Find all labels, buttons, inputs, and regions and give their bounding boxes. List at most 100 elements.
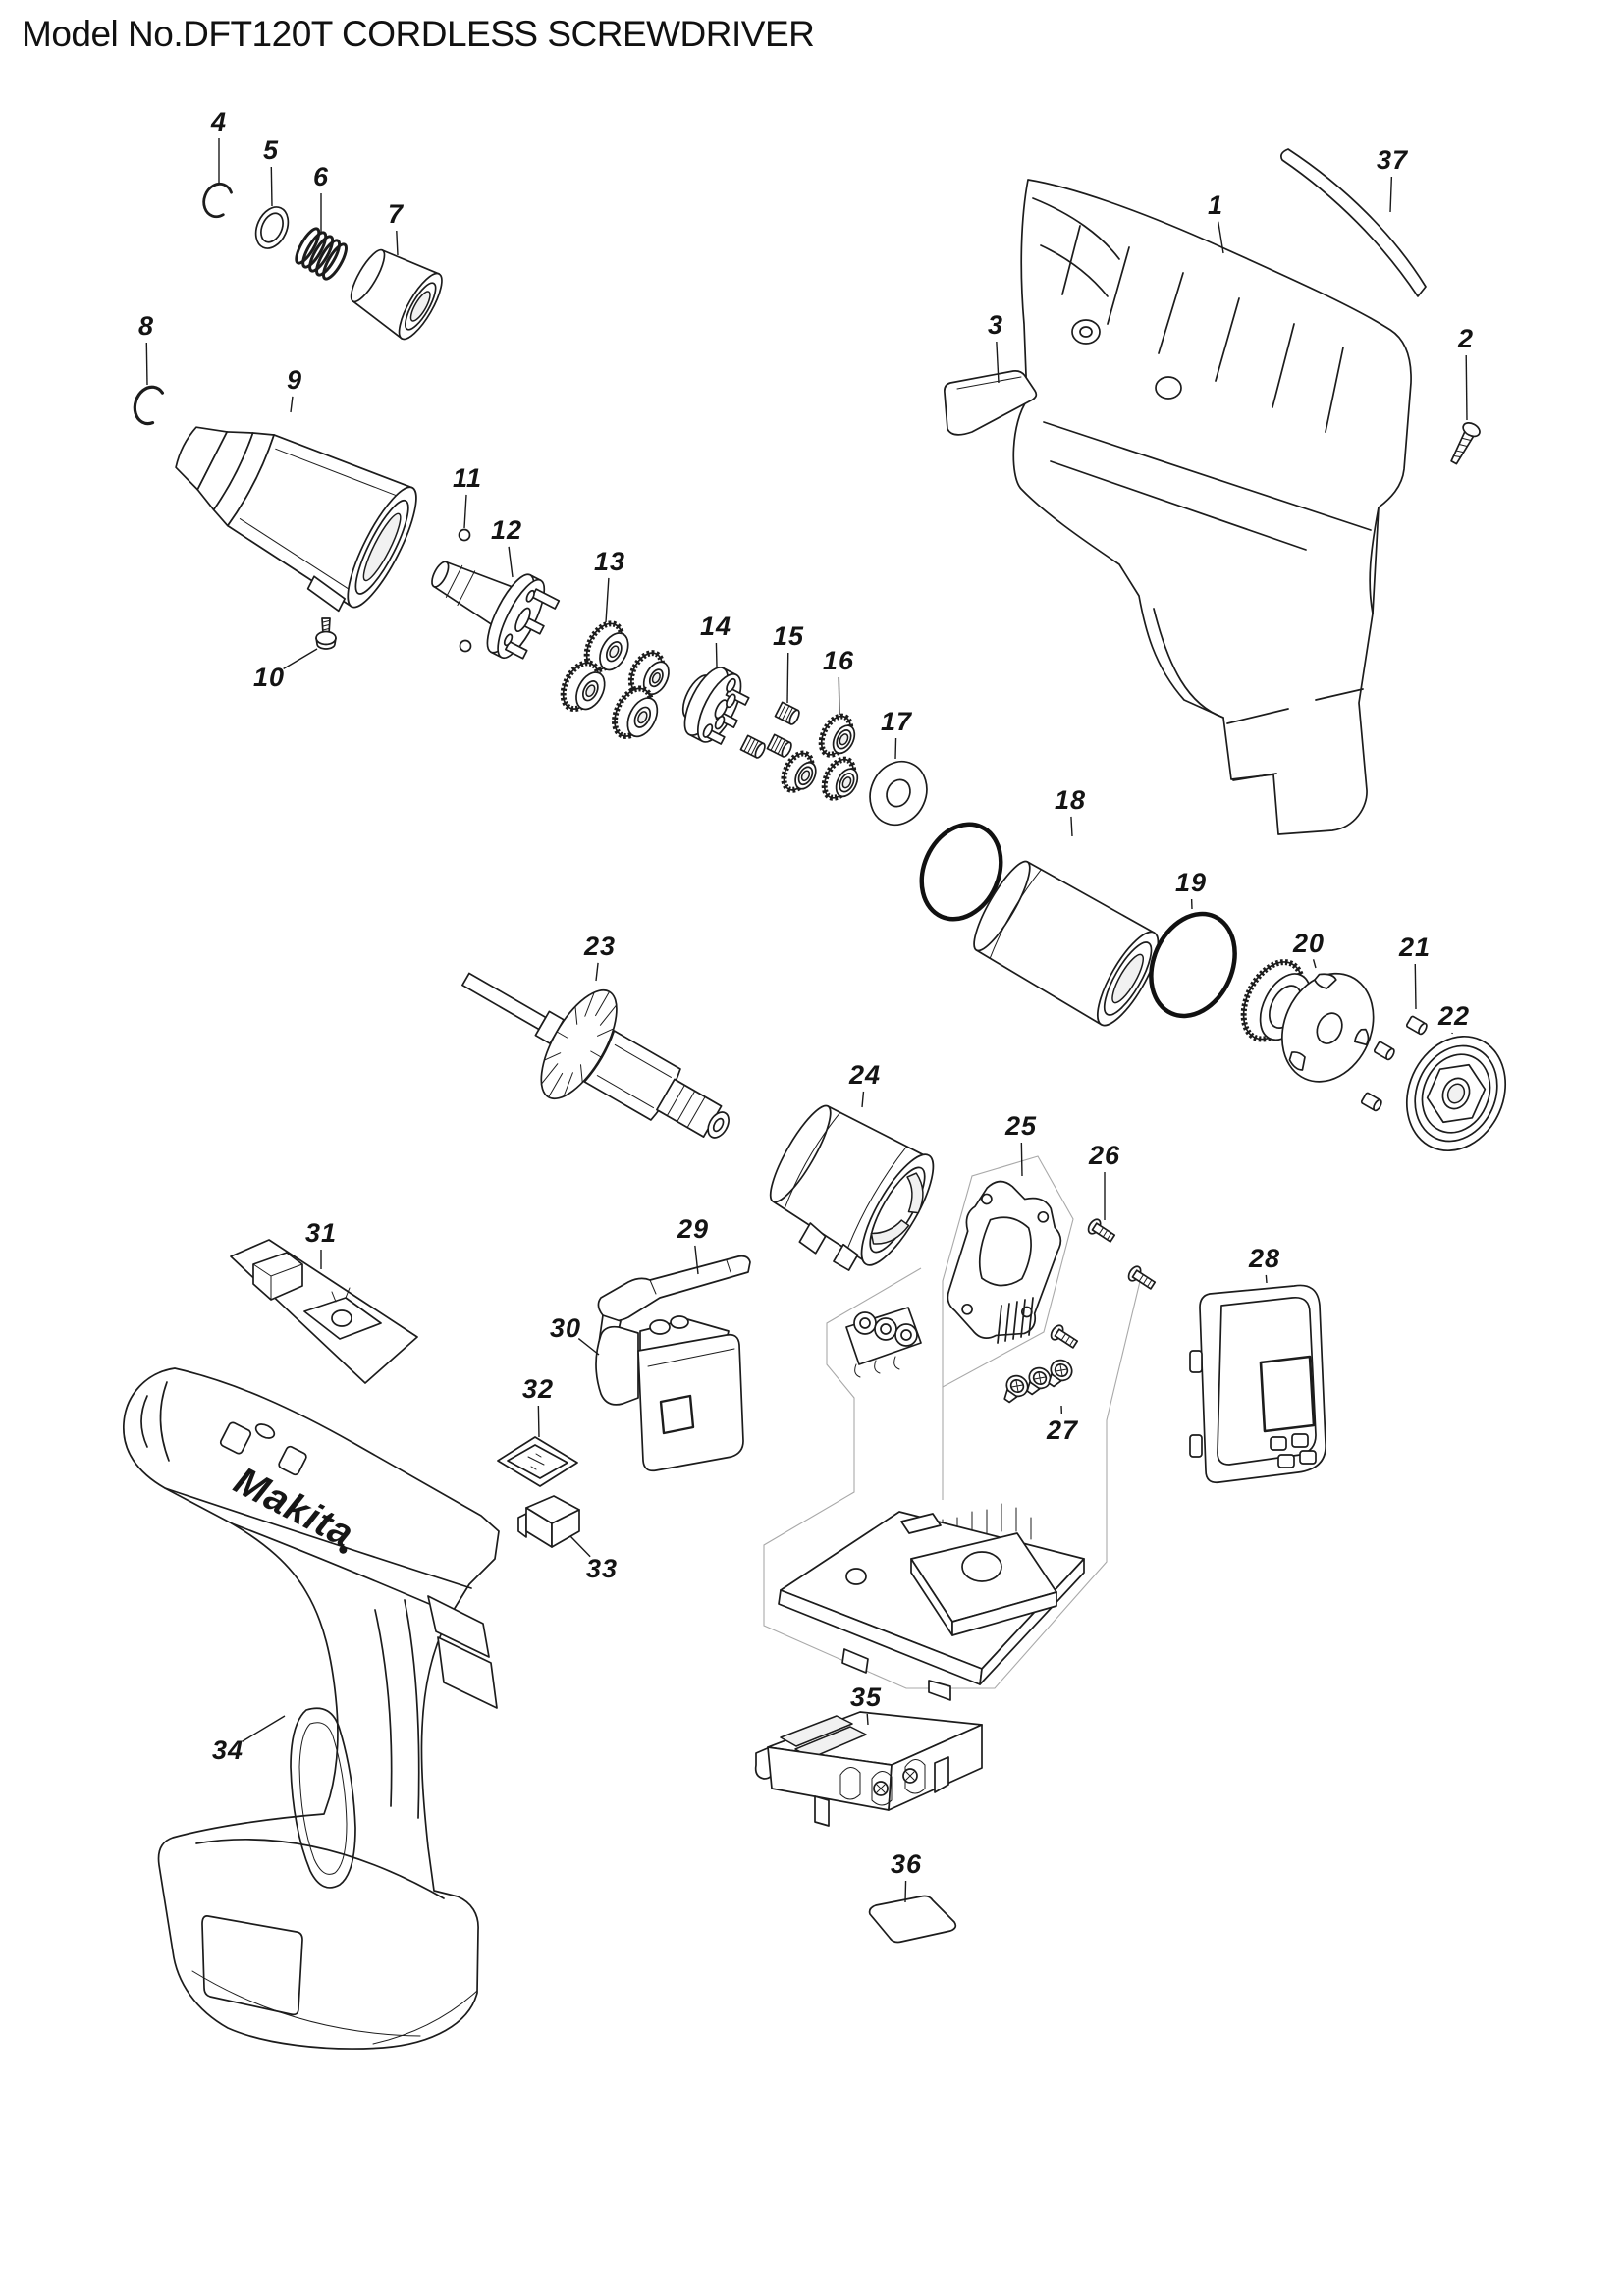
part-13-planet-gears [560, 620, 670, 740]
part-6-spring [295, 227, 348, 281]
leader-line-15 [786, 652, 789, 704]
part-21-pins [1360, 1015, 1428, 1112]
part-label-29: 29 [677, 1214, 709, 1244]
part-label-11: 11 [453, 463, 482, 493]
part-37-label-strip [1280, 148, 1427, 297]
subassembly-boundary-lines [763, 1155, 1143, 1689]
part-label-36: 36 [891, 1849, 922, 1879]
part-label-37: 37 [1377, 145, 1409, 175]
part-label-7: 7 [388, 199, 405, 229]
leader-line-13 [605, 577, 610, 623]
leader-line-36 [904, 1880, 907, 1903]
part-22-clutch-drum [1405, 1035, 1507, 1152]
part-25-insulation-plate [947, 1180, 1062, 1344]
leader-line-2 [1465, 354, 1468, 421]
part-28-controller-module [1189, 1284, 1326, 1484]
leader-line-35 [866, 1713, 869, 1726]
leader-line-20 [1312, 959, 1317, 969]
part-label-24: 24 [848, 1060, 881, 1090]
leader-line-3 [996, 341, 1000, 384]
part-label-16: 16 [823, 646, 854, 675]
part-label-9: 9 [287, 365, 302, 395]
part-label-8: 8 [138, 311, 154, 341]
part-19-o-ring [1149, 911, 1237, 1019]
leader-line-9 [290, 396, 294, 413]
leader-line-11 [463, 494, 467, 529]
leader-line-12 [508, 546, 514, 578]
part-31-mount-plate [230, 1239, 418, 1384]
leader-line-37 [1389, 176, 1393, 213]
controller-pcb-assembly [778, 1503, 1085, 1701]
part-label-3: 3 [988, 310, 1003, 340]
leader-line-34 [242, 1715, 286, 1742]
o-ring [919, 822, 1003, 922]
part-1-housing-right [1012, 179, 1412, 835]
leader-line-23 [595, 962, 599, 982]
leader-line-28 [1265, 1274, 1268, 1284]
part-label-14: 14 [700, 612, 731, 641]
leader-line-32 [537, 1405, 540, 1438]
part-label-19: 19 [1175, 868, 1207, 897]
part-label-4: 4 [210, 107, 227, 136]
part-label-23: 23 [583, 932, 616, 961]
stator-terminal-block [845, 1307, 922, 1378]
part-18-ring-gear [973, 860, 1160, 1027]
part-label-28: 28 [1248, 1244, 1280, 1273]
part-36-label-plate [868, 1895, 957, 1944]
part-9-chuck-sleeve [175, 426, 417, 613]
part-4-retaining-ring [202, 183, 233, 219]
part-label-30: 30 [550, 1313, 581, 1343]
part-34-housing-left: Makita [123, 1367, 500, 2050]
part-label-17: 17 [881, 707, 913, 736]
leader-line-18 [1070, 816, 1073, 837]
part-15-needle-rollers [739, 701, 800, 759]
leader-line-24 [861, 1091, 865, 1108]
part-label-2: 2 [1457, 324, 1474, 353]
part-label-33: 33 [586, 1554, 618, 1583]
part-label-25: 25 [1004, 1111, 1037, 1141]
part-label-6: 6 [313, 162, 329, 191]
part-label-10: 10 [253, 663, 285, 692]
part-33-cap [517, 1495, 580, 1548]
leader-line-7 [396, 230, 399, 256]
page-title: Model No.DFT120T CORDLESS SCREWDRIVER [22, 14, 815, 54]
part-23-armature [461, 972, 730, 1139]
part-label-12: 12 [491, 515, 522, 545]
leader-line-1 [1218, 221, 1224, 254]
part-label-5: 5 [263, 135, 279, 165]
leader-line-5 [270, 166, 273, 207]
part-label-31: 31 [305, 1218, 337, 1248]
part-35-terminal-block [754, 1711, 983, 1827]
leader-line-14 [715, 642, 718, 667]
part-20-internal-gear [1240, 959, 1375, 1083]
part-label-20: 20 [1292, 929, 1325, 958]
part-label-18: 18 [1055, 785, 1086, 815]
part-10-screw [315, 617, 337, 650]
part-26-screws [1050, 1218, 1157, 1349]
part-label-1: 1 [1208, 190, 1223, 220]
part-7-sleeve [350, 248, 443, 341]
part-label-21: 21 [1398, 933, 1431, 962]
part-30-switch [595, 1315, 744, 1472]
leader-line-25 [1020, 1142, 1023, 1177]
part-24-stator [769, 1104, 935, 1271]
part-label-15: 15 [773, 621, 804, 651]
part-label-35: 35 [850, 1682, 882, 1712]
part-3-name-plate [944, 370, 1038, 436]
part-label-34: 34 [212, 1735, 244, 1765]
leader-line-10 [283, 648, 318, 669]
leader-line-33 [569, 1535, 591, 1558]
leader-line-21 [1414, 963, 1417, 1010]
part-17-washer [869, 760, 928, 827]
part-label-13: 13 [594, 547, 625, 576]
part-label-27: 27 [1046, 1415, 1079, 1445]
leader-line-17 [894, 737, 897, 760]
part-27-screws [1003, 1359, 1073, 1404]
part-5-flat-washer [254, 206, 290, 249]
part-label-32: 32 [522, 1374, 554, 1404]
leader-line-8 [145, 342, 148, 386]
leader-line-29 [694, 1245, 699, 1275]
part-14-gear-carrier [681, 667, 750, 745]
